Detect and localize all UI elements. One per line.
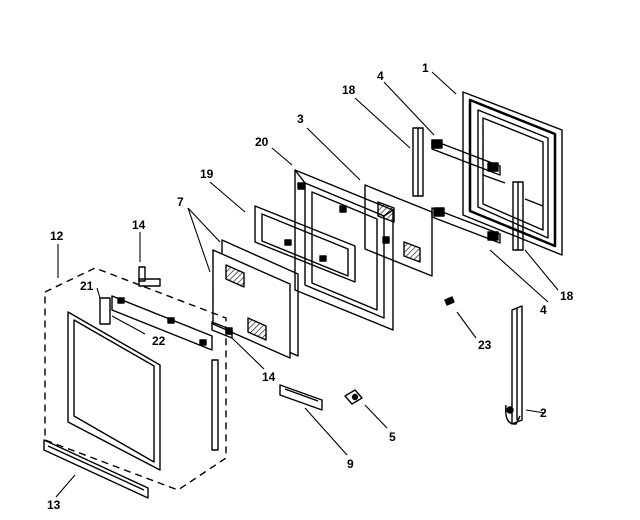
outer-door-glass: [67, 311, 161, 471]
callout-4-lower: 4: [540, 303, 547, 317]
callout-5: 5: [389, 430, 396, 444]
part-4-upper-trim: [431, 139, 501, 176]
part-18-right-vertical-trim: [512, 181, 524, 251]
callout-9: 9: [347, 457, 354, 471]
part-5-hinge-piece: [344, 389, 363, 405]
callout-7: 7: [177, 195, 184, 209]
callout-14-upper: 14: [132, 218, 146, 232]
callout-19: 19: [200, 167, 214, 181]
callout-14-lower: 14: [262, 370, 276, 384]
callout-18-lower: 18: [560, 289, 574, 303]
callout-22: 22: [152, 334, 166, 348]
leader-lines: [55, 71, 559, 498]
callout-2: 2: [540, 406, 547, 420]
callout-23: 23: [478, 338, 492, 352]
callout-1: 1: [422, 61, 429, 75]
part-1-door-frame: [462, 91, 563, 256]
part-19-shield-panel: [254, 205, 356, 283]
part-13-bottom-trim: [43, 439, 149, 499]
callout-labels: 1 2 3 4 4 5 7 9 12 13 14 14 18 18 19 20 …: [47, 61, 574, 512]
part-2-hinge-arm: [505, 305, 523, 425]
callout-4-upper: 4: [377, 69, 384, 83]
callout-13: 13: [47, 498, 61, 512]
part-3-inner-glass: [364, 184, 433, 277]
part-20-liner-frame: [294, 169, 394, 331]
callout-18-upper: 18: [342, 83, 356, 97]
part-9-trim-strip: [279, 384, 323, 411]
callout-20: 20: [255, 135, 269, 149]
callout-21: 21: [80, 279, 94, 293]
door-side-strip: [211, 359, 219, 451]
callout-12: 12: [50, 229, 64, 243]
part-21-top-channel: [99, 295, 213, 351]
part-23-screw: [444, 296, 455, 306]
callout-3: 3: [297, 112, 304, 126]
part-14-upper-clip: [138, 266, 161, 287]
part-18-left-vertical-trim: [412, 127, 424, 197]
